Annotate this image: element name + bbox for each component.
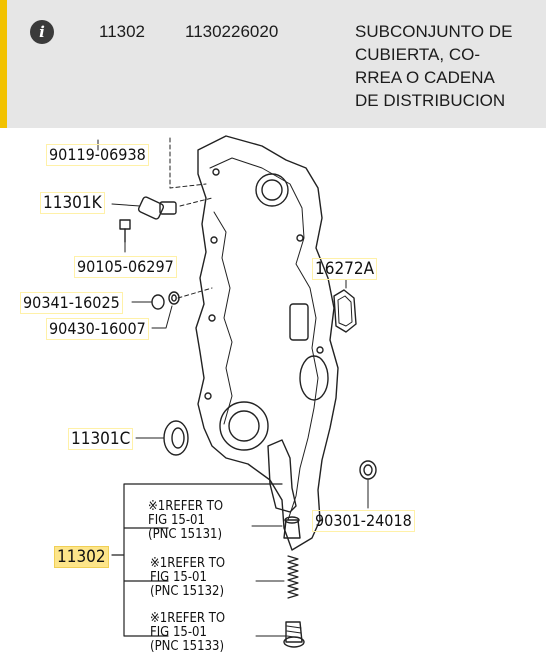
cover-crank-bore-inner bbox=[228, 410, 260, 442]
part-description: SUBCONJUNTO DE CUBIERTA, CO- RREA O CADE… bbox=[355, 22, 513, 110]
cover-bolt-hole-1 bbox=[212, 168, 220, 176]
pnc-number: 11302 bbox=[99, 22, 146, 41]
plug-15131-top bbox=[284, 516, 300, 524]
timing-cover-outline bbox=[195, 135, 339, 551]
cover-side-bore bbox=[299, 355, 329, 401]
callout-16272a[interactable]: 16272A bbox=[312, 258, 378, 280]
leader-11301k bbox=[111, 203, 141, 207]
parts-diagram: 90119-06938 11301K 90105-06297 16272A 90… bbox=[0, 128, 546, 667]
gasket-16272a-inner bbox=[337, 295, 353, 327]
oil-pump-housing bbox=[267, 439, 297, 513]
part-info-row[interactable]: i 11302 1130226020 SUBCONJUNTO DE CUBIER… bbox=[0, 0, 546, 128]
callout-11301k[interactable]: 11301K bbox=[40, 192, 105, 214]
oring-90301 bbox=[359, 460, 377, 480]
plug-15133-thread bbox=[286, 625, 302, 639]
callout-90119-06938[interactable]: 90119-06938 bbox=[46, 144, 149, 166]
plug-15133-body bbox=[285, 621, 303, 643]
leader-90430 bbox=[151, 305, 173, 329]
oring-90301-inner bbox=[363, 464, 373, 476]
callout-90301-24018[interactable]: 90301-24018 bbox=[312, 510, 415, 532]
cover-inner-edge bbox=[209, 157, 319, 521]
sensor-body bbox=[137, 196, 165, 220]
reference-note-3: ※1REFER TO FIG 15-01 (PNC 15133) bbox=[150, 611, 226, 654]
washer-90430 bbox=[168, 291, 180, 305]
diagram-drawing bbox=[97, 135, 377, 648]
callout-90105-06297[interactable]: 90105-06297 bbox=[74, 256, 177, 278]
reference-note-2: ※1REFER TO FIG 15-01 (PNC 15132) bbox=[150, 556, 226, 599]
part-number: 1130226020 bbox=[185, 22, 279, 41]
callout-90341-16025[interactable]: 90341-16025 bbox=[20, 292, 123, 314]
cover-window bbox=[289, 303, 309, 341]
cover-bolt-hole-6 bbox=[316, 346, 324, 354]
washer-90430-inner bbox=[171, 294, 177, 302]
dash-line-top bbox=[169, 137, 207, 189]
cover-bolt-hole-3 bbox=[208, 314, 216, 322]
cover-seal-bore-top-inner bbox=[261, 179, 283, 201]
reference-note-1: ※1REFER TO FIG 15-01 (PNC 15131) bbox=[148, 499, 224, 542]
callout-11301c[interactable]: 11301C bbox=[68, 428, 134, 450]
sensor-tip bbox=[159, 201, 177, 215]
spring-15132 bbox=[287, 555, 299, 599]
dash-line-seal bbox=[177, 287, 213, 299]
gasket-16272a bbox=[333, 289, 357, 333]
cover-bolt-hole-2 bbox=[210, 236, 218, 244]
info-icon[interactable]: i bbox=[30, 20, 54, 44]
cover-bolt-hole-5 bbox=[296, 234, 304, 242]
cover-bolt-hole-4 bbox=[204, 392, 212, 400]
plug-15131 bbox=[283, 519, 301, 539]
callout-90430-16007[interactable]: 90430-16007 bbox=[46, 318, 149, 340]
seal-11301c-inner bbox=[171, 427, 185, 449]
cover-left-flange bbox=[213, 211, 233, 425]
bolt-90341 bbox=[151, 294, 165, 310]
dash-line-sensor bbox=[179, 197, 213, 207]
cover-seal-bore-top bbox=[255, 173, 289, 207]
cover-crank-bore bbox=[219, 401, 269, 451]
bracket-11302 bbox=[111, 483, 283, 637]
callout-11302[interactable]: 11302 bbox=[54, 546, 109, 568]
bolt-90105-head bbox=[119, 219, 131, 230]
